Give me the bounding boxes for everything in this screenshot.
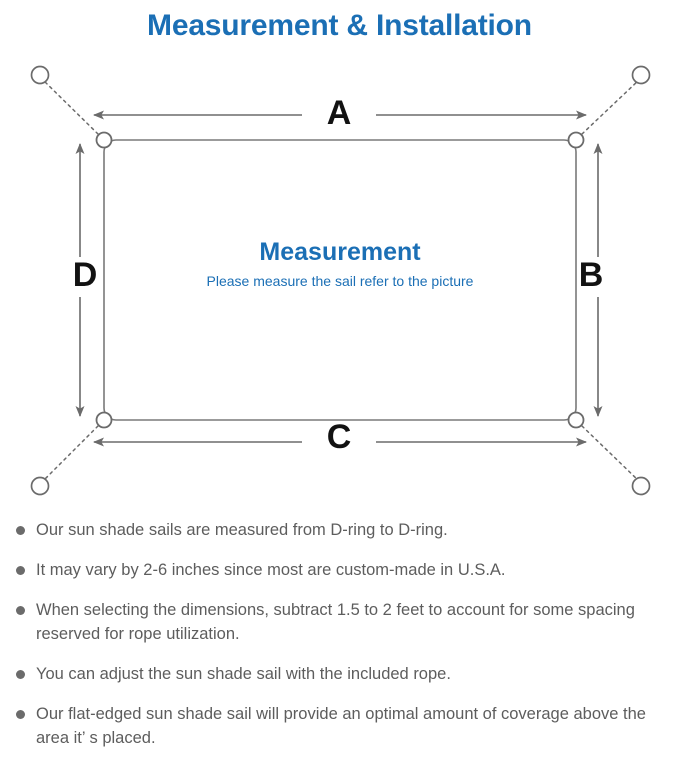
- anchor-point-bottom-left: [30, 476, 50, 496]
- notes-list: Our sun shade sails are measured from D-…: [0, 518, 679, 766]
- list-item: Our sun shade sails are measured from D-…: [0, 518, 679, 542]
- page-title: Measurement & Installation: [147, 9, 532, 42]
- note-text: You can adjust the sun shade sail with t…: [36, 665, 451, 683]
- list-item: It may vary by 2-6 inches since most are…: [0, 558, 679, 582]
- bullet-icon: [16, 710, 25, 719]
- d-ring-bottom-left: [95, 411, 113, 429]
- rope-top-right: [581, 78, 641, 135]
- center-caption: Measurement Please measure the sail refe…: [90, 237, 590, 292]
- bullet-icon: [16, 566, 25, 575]
- note-text: When selecting the dimensions, subtract …: [36, 601, 635, 643]
- dimension-label-d: D: [72, 256, 98, 294]
- bullet-icon: [16, 670, 25, 679]
- rope-bottom-right: [581, 425, 641, 483]
- anchor-point-bottom-right: [631, 476, 651, 496]
- list-item: When selecting the dimensions, subtract …: [0, 598, 679, 646]
- center-caption-title: Measurement: [259, 238, 421, 266]
- anchor-point-top-right: [631, 65, 651, 85]
- dimension-label-b: B: [578, 256, 604, 294]
- note-text: Our sun shade sails are measured from D-…: [36, 521, 448, 539]
- rope-top-left: [41, 78, 99, 135]
- bullet-icon: [16, 526, 25, 535]
- sail-rectangle: [103, 139, 577, 421]
- page-root: Measurement & Installation: [0, 9, 679, 747]
- d-ring-top-right: [567, 131, 585, 149]
- list-item: Our flat-edged sun shade sail will provi…: [0, 702, 679, 750]
- list-item: You can adjust the sun shade sail with t…: [0, 662, 679, 686]
- diagram-svg: [30, 65, 651, 496]
- anchor-point-top-left: [30, 65, 50, 85]
- bullet-icon: [16, 606, 25, 615]
- center-caption-subtitle: Please measure the sail refer to the pic…: [206, 273, 474, 289]
- dimension-label-a: A: [326, 94, 352, 132]
- d-ring-top-left: [95, 131, 113, 149]
- dimension-label-c: C: [326, 418, 352, 456]
- d-ring-bottom-right: [567, 411, 585, 429]
- rope-bottom-left: [41, 425, 99, 483]
- measurement-diagram: A B C D Measurement Please measure the s…: [0, 52, 679, 512]
- note-text: It may vary by 2-6 inches since most are…: [36, 561, 506, 579]
- note-text: Our flat-edged sun shade sail will provi…: [36, 705, 646, 747]
